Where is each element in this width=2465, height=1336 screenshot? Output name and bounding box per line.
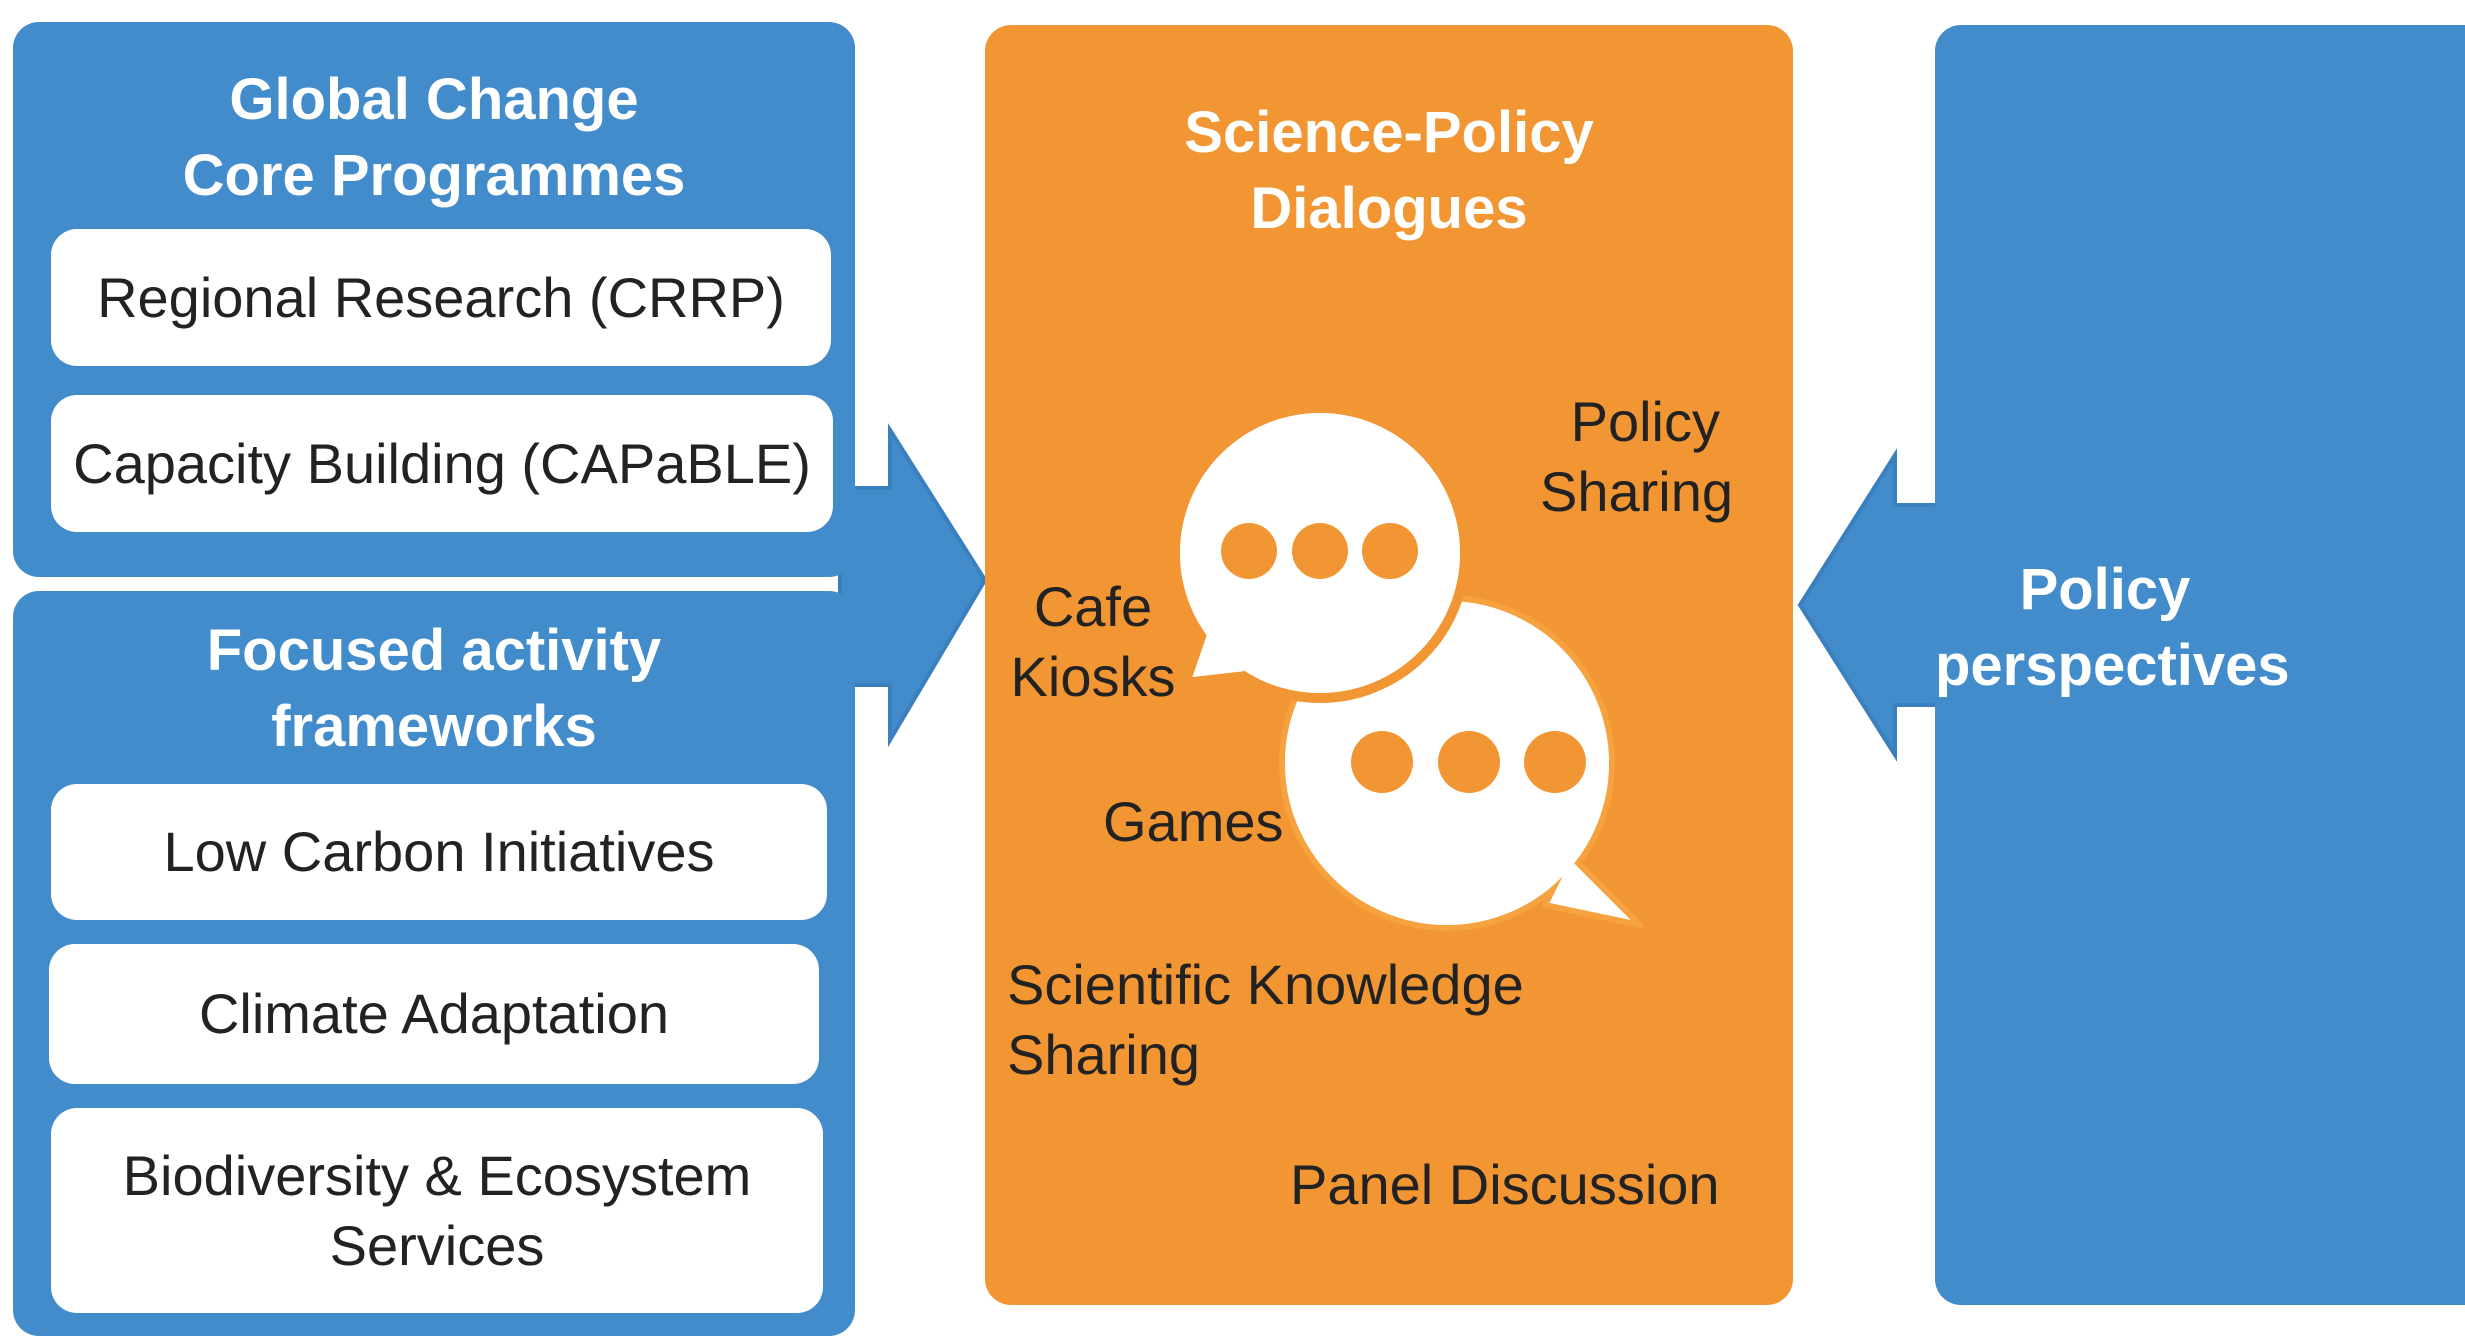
- policy-perspectives-title: Policy perspectives: [1935, 557, 2290, 698]
- left-arrow-icon: [1797, 448, 1947, 762]
- climate-adaptation-box: Climate Adaptation: [49, 944, 819, 1084]
- policy-sharing-label: Policy Sharing: [1540, 390, 1734, 523]
- cafe-kiosks-label: Cafe Kiosks: [1010, 575, 1176, 708]
- chat-bubble-upper: [1170, 403, 1470, 703]
- right-arrow-icon: [838, 423, 988, 748]
- regional-research-box: Regional Research (CRRP): [51, 229, 831, 366]
- core-programmes-title: Global Change Core Programmes: [182, 67, 686, 208]
- focused-frameworks-title: Focused activity frameworks: [206, 618, 662, 759]
- biodiversity-box: Biodiversity & Ecosystem Services: [51, 1108, 823, 1313]
- low-carbon-box: Low Carbon Initiatives: [51, 784, 827, 920]
- policy-perspectives-panel: Policy perspectives: [1935, 25, 2465, 1305]
- chat-bubbles-icon: [1170, 403, 1643, 931]
- capacity-building-box: Capacity Building (CAPaBLE): [51, 395, 833, 532]
- core-programmes-panel: Global Change Core Programmes Regional R…: [13, 22, 855, 577]
- panel-discussion-label: Panel Discussion: [1290, 1153, 1720, 1216]
- science-policy-title: Science-Policy Dialogues: [1184, 100, 1594, 241]
- games-label: Games: [1103, 790, 1284, 853]
- focused-frameworks-panel: Focused activity frameworks Low Carbon I…: [13, 591, 855, 1336]
- scientific-knowledge-label: Scientific Knowledge Sharing: [1007, 953, 1524, 1086]
- science-policy-panel: Science-Policy Dialogues Policy Sharing …: [985, 25, 1793, 1305]
